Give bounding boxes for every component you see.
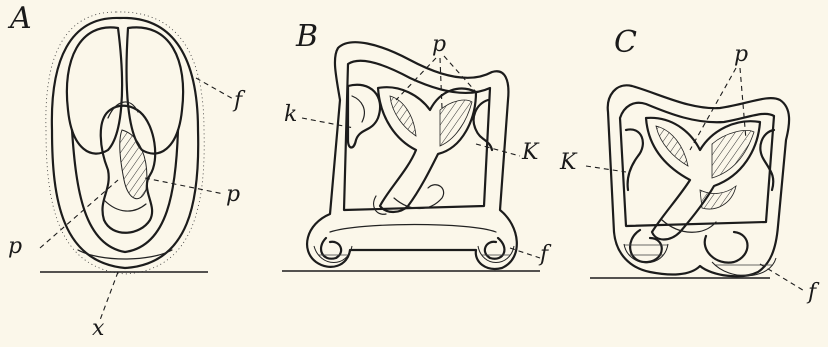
panel-c-label-f: f [808, 282, 816, 304]
panel-a-label-p-right: p [226, 184, 240, 206]
panel-c-label-k: K [560, 152, 576, 174]
panel-a-drawing [40, 12, 235, 320]
panel-b-drawing [282, 42, 540, 271]
panel-c-label-p: p [734, 44, 748, 66]
panel-b-label: B [296, 22, 318, 52]
panel-b-label-k-right: K [522, 142, 538, 164]
panel-a-label-p-left: p [8, 236, 22, 258]
panel-b-label-f: f [540, 244, 548, 266]
panel-b-label-p: p [432, 34, 446, 56]
panel-c-drawing [586, 68, 806, 292]
panel-a-label: A [10, 4, 32, 34]
panel-c-label: C [614, 28, 637, 58]
panel-a-label-f: f [234, 90, 242, 112]
panel-b-label-k-left: k [284, 104, 297, 126]
panel-a-label-x: x [92, 318, 104, 340]
